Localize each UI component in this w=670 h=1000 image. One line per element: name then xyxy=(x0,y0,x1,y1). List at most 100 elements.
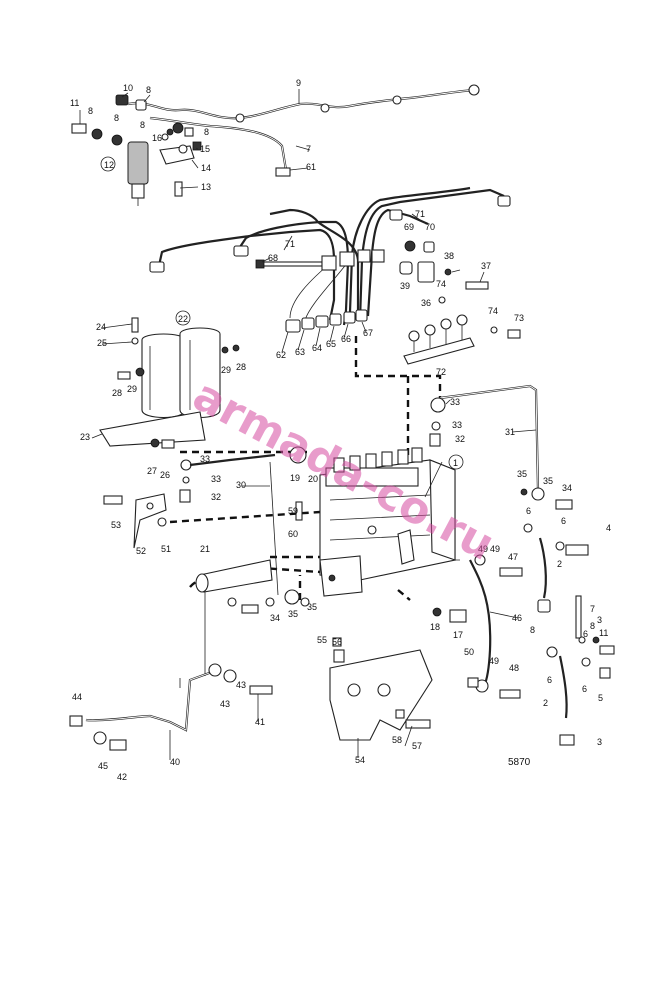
callout-5: 5 xyxy=(598,693,603,703)
callout-3b: 3 xyxy=(597,737,602,747)
callout-2b: 2 xyxy=(543,698,548,708)
callout-18: 18 xyxy=(430,622,440,632)
callout-68: 68 xyxy=(268,253,278,263)
callout-58: 58 xyxy=(392,735,402,745)
fuel-filter-assembly xyxy=(99,317,240,449)
callout-59: 59 xyxy=(288,506,298,516)
callout-22: 22 xyxy=(178,314,188,324)
callout-60: 60 xyxy=(288,529,298,539)
callout-74b: 74 xyxy=(488,306,498,316)
callout-62: 62 xyxy=(276,350,286,360)
callout-55: 55 xyxy=(317,635,327,645)
callout-6d: 6 xyxy=(547,675,552,685)
callout-16: 16 xyxy=(152,133,162,143)
callout-17: 17 xyxy=(453,630,463,640)
callout-45: 45 xyxy=(98,761,108,771)
callout-19: 19 xyxy=(290,473,300,483)
injector-assembly xyxy=(71,84,480,206)
callout-33d: 33 xyxy=(211,474,221,484)
callout-35b: 35 xyxy=(543,476,553,486)
callout-24: 24 xyxy=(96,322,106,332)
callout-67: 67 xyxy=(363,328,373,338)
callout-23: 23 xyxy=(80,432,90,442)
leader-lines xyxy=(79,89,537,760)
callout-47: 47 xyxy=(508,552,518,562)
callout-26: 26 xyxy=(160,470,170,480)
callout-56: 56 xyxy=(332,637,342,647)
callout-6: 6 xyxy=(526,506,531,516)
callout-35c: 35 xyxy=(288,609,298,619)
callout-61: 61 xyxy=(306,162,316,172)
callout-33: 33 xyxy=(450,397,460,407)
callout-7b: 7 xyxy=(590,604,595,614)
callout-74: 74 xyxy=(436,279,446,289)
callout-28: 28 xyxy=(112,388,122,398)
callout-3: 3 xyxy=(597,615,602,625)
callout-63: 63 xyxy=(295,347,305,357)
callout-33c: 33 xyxy=(200,454,210,464)
injection-pump xyxy=(269,446,456,605)
callout-6b: 6 xyxy=(561,516,566,526)
callout-11b: 11 xyxy=(599,628,608,638)
callout-12: 12 xyxy=(104,160,114,170)
callout-50: 50 xyxy=(464,647,474,657)
callout-15: 15 xyxy=(200,144,210,154)
callout-9: 9 xyxy=(296,78,301,88)
callout-36: 36 xyxy=(421,298,431,308)
callout-37: 37 xyxy=(481,261,491,271)
callout-21: 21 xyxy=(200,544,210,554)
callout-8: 8 xyxy=(146,85,151,95)
pump-bracket xyxy=(329,637,433,741)
callout-51: 51 xyxy=(161,544,171,554)
callout-34b: 34 xyxy=(270,613,280,623)
callout-25: 25 xyxy=(97,338,107,348)
callout-2: 2 xyxy=(557,559,562,569)
callout-31: 31 xyxy=(505,427,515,437)
callout-10: 10 xyxy=(123,83,133,93)
callout-49c: 49 xyxy=(489,656,499,666)
callout-49b: 49 xyxy=(490,544,500,554)
callout-28b: 28 xyxy=(236,362,246,372)
callout-64: 64 xyxy=(312,343,322,353)
injection-pipe-bundle xyxy=(149,186,521,365)
callout-6e: 6 xyxy=(582,684,587,694)
callout-7: 7 xyxy=(306,144,311,154)
callout-8g: 8 xyxy=(590,621,595,631)
callout-44: 44 xyxy=(72,692,82,702)
drive-shaft xyxy=(195,559,273,593)
callout-8b: 8 xyxy=(88,106,93,116)
callout-70: 70 xyxy=(425,222,435,232)
small-bracket xyxy=(103,453,310,614)
callout-57: 57 xyxy=(412,741,422,751)
callout-8d: 8 xyxy=(204,127,209,137)
callout-42: 42 xyxy=(117,772,127,782)
callout-35: 35 xyxy=(517,469,527,479)
callout-53: 53 xyxy=(111,520,121,530)
callout-33b: 33 xyxy=(452,420,462,430)
callout-8c: 8 xyxy=(114,113,119,123)
callout-11: 11 xyxy=(70,98,79,108)
callout-32b: 32 xyxy=(211,492,221,502)
callout-71: 71 xyxy=(285,239,295,249)
callout-35d: 35 xyxy=(307,602,317,612)
callout-52: 52 xyxy=(136,546,146,556)
callout-20: 20 xyxy=(308,474,318,484)
callout-34: 34 xyxy=(562,483,572,493)
callout-72: 72 xyxy=(436,367,446,377)
callout-38: 38 xyxy=(444,251,454,261)
callout-71b: 71 xyxy=(415,209,425,219)
callout-73: 73 xyxy=(514,313,524,323)
callout-54: 54 xyxy=(355,755,365,765)
callout-48: 48 xyxy=(509,663,519,673)
callout-30: 30 xyxy=(236,480,246,490)
callout-66: 66 xyxy=(341,334,351,344)
callout-65: 65 xyxy=(326,339,336,349)
callout-43: 43 xyxy=(220,699,230,709)
callout-14: 14 xyxy=(201,163,211,173)
callout-8f: 8 xyxy=(530,625,535,635)
figure-number: 5870 xyxy=(508,757,531,768)
callout-32: 32 xyxy=(455,434,465,444)
callout-49: 49 xyxy=(478,544,488,554)
callout-29: 29 xyxy=(127,384,137,394)
